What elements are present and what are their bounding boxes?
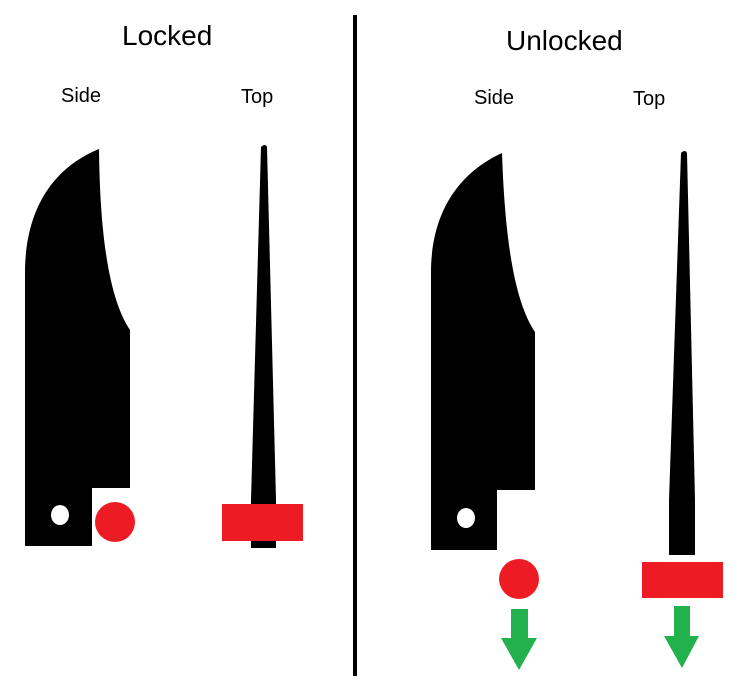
unlocked-side-pin-icon [499,559,539,599]
locked-side-blade-icon [25,149,130,546]
locked-pivot-hole-icon [51,505,69,525]
unlocked-top-blade-icon [669,151,695,555]
unlocked-title: Unlocked [506,25,623,56]
panel-divider [353,15,357,676]
locked-side-label: Side [61,85,102,107]
locked-side-pin-icon [95,502,135,542]
locked-top-label: Top [241,86,274,108]
unlocked-top-label: Top [633,88,666,110]
locked-title: Locked [122,20,213,51]
unlocked-top-down-arrow-icon [664,606,699,668]
locked-top-pin-icon [222,504,303,541]
locked-top-blade-icon [251,145,276,548]
unlocked-top-pin-icon [642,562,723,598]
unlocked-side-label: Side [474,87,515,109]
unlocked-pivot-hole-icon [457,508,475,528]
unlocked-side-down-arrow-icon [501,609,537,670]
unlocked-side-blade-icon [431,153,535,550]
